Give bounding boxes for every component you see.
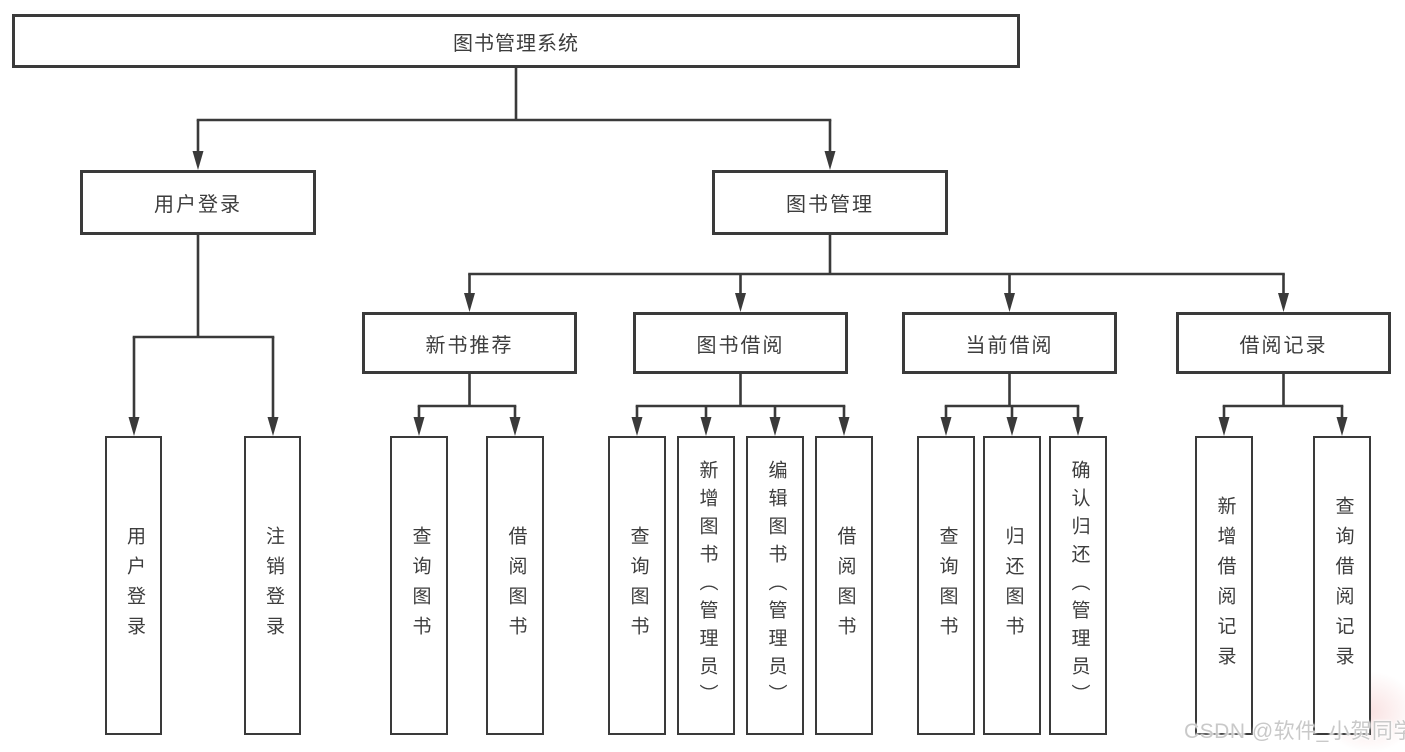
connector-borrow-records-to-leaves (1218, 374, 1348, 436)
leaf-borrow-books-label: 借阅图书 (834, 525, 856, 646)
leaf-borrow-books-recommend: 借阅图书 (486, 436, 544, 735)
node-borrow-records: 借阅记录 (1176, 312, 1391, 374)
leaf-query-borrow-record: 查询借阅记录 (1313, 436, 1371, 735)
node-book-management: 图书管理 (712, 170, 948, 235)
csdn-watermark: CSDN @软件_小贺同学 (1184, 720, 1405, 743)
leaf-add-borrow-record-label: 新增借阅记录 (1214, 495, 1236, 676)
leaf-confirm-return-admin-label: 确认归还（管理员） (1068, 459, 1090, 712)
leaf-user-login-label: 用户登录 (123, 525, 145, 646)
connector-current-borrow-to-leaves (940, 374, 1084, 436)
leaf-logout-label: 注销登录 (262, 525, 284, 646)
leaf-query-books-current: 查询图书 (917, 436, 975, 735)
connector-user-login-to-leaves (128, 235, 279, 436)
leaf-query-books-borrow: 查询图书 (608, 436, 666, 735)
node-book-borrow: 图书借阅 (633, 312, 848, 374)
connector-root-to-level1 (192, 68, 836, 170)
leaf-edit-book-admin-label: 编辑图书（管理员） (765, 459, 787, 712)
leaf-confirm-return-admin: 确认归还（管理员） (1049, 436, 1107, 735)
leaf-query-books-borrow-label: 查询图书 (627, 525, 649, 646)
leaf-query-borrow-record-label: 查询借阅记录 (1332, 495, 1354, 676)
connector-book-management-to-level3 (464, 235, 1289, 312)
connector-new-book-recommend-to-leaves (413, 374, 521, 436)
leaf-user-login: 用户登录 (105, 436, 162, 735)
leaf-query-books-recommend-label: 查询图书 (409, 525, 431, 646)
connector-book-borrow-to-leaves (631, 374, 850, 436)
leaf-add-book-admin: 新增图书（管理员） (677, 436, 735, 735)
node-current-borrow: 当前借阅 (902, 312, 1117, 374)
leaf-logout: 注销登录 (244, 436, 301, 735)
leaf-borrow-books: 借阅图书 (815, 436, 873, 735)
node-user-login: 用户登录 (80, 170, 316, 235)
leaf-query-books-current-label: 查询图书 (936, 525, 958, 646)
leaf-edit-book-admin: 编辑图书（管理员） (746, 436, 804, 735)
leaf-add-borrow-record: 新增借阅记录 (1195, 436, 1253, 735)
leaf-return-book-label: 归还图书 (1002, 525, 1024, 646)
leaf-query-books-recommend: 查询图书 (390, 436, 448, 735)
node-book-management-system: 图书管理系统 (12, 14, 1020, 68)
leaf-return-book: 归还图书 (983, 436, 1041, 735)
node-new-book-recommend: 新书推荐 (362, 312, 577, 374)
leaf-borrow-books-recommend-label: 借阅图书 (505, 525, 527, 646)
leaf-add-book-admin-label: 新增图书（管理员） (696, 459, 718, 712)
